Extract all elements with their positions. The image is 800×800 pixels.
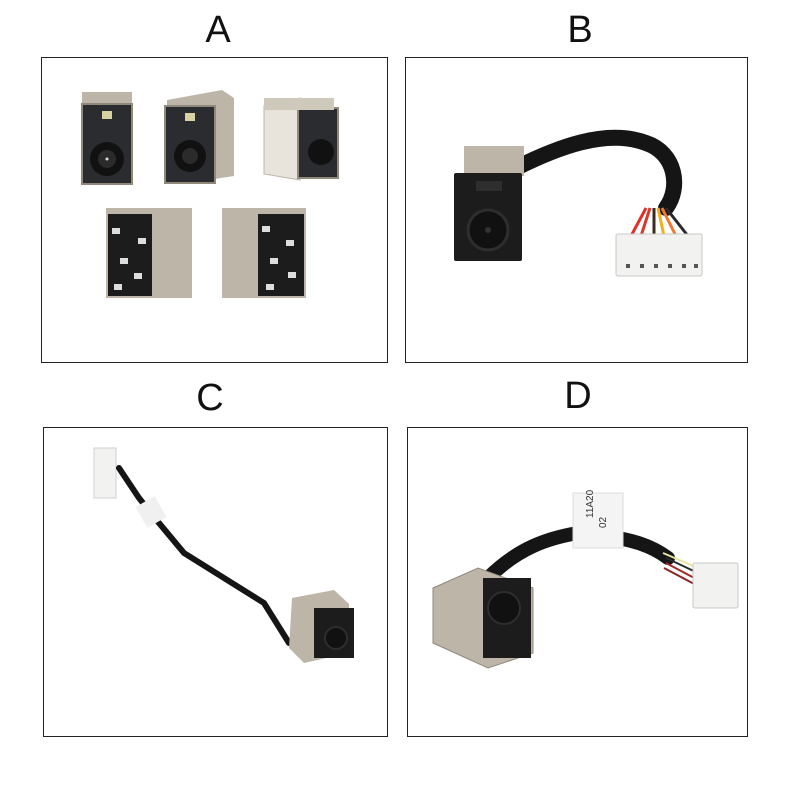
dc-jack-icon <box>432 567 534 669</box>
sticker-icon <box>135 496 167 528</box>
connector-4pin-icon <box>692 562 739 609</box>
dc-jack-icon <box>454 146 524 261</box>
dc-jack-side-icon <box>263 97 339 181</box>
dc-jack-angled-icon <box>164 90 234 184</box>
sticker-text-2: 02 <box>598 516 609 528</box>
panel-label-a: A <box>205 9 231 51</box>
dc-jack-set-image <box>81 90 339 298</box>
panel-a-dc-jacks <box>41 57 388 363</box>
sticker-text-1: 11A20 <box>585 489 596 518</box>
dc-jack-long-cable-image <box>93 447 354 663</box>
panel-label-b: B <box>567 9 593 51</box>
sticker-icon: 11A20 02 <box>572 489 624 549</box>
dc-jack-cable-6pin-image <box>454 129 703 277</box>
panel-c-dc-jack-long-cable <box>43 427 388 737</box>
panel-label-c: C <box>196 377 224 419</box>
cable-icon <box>508 129 683 216</box>
connector-6pin-icon <box>615 233 703 277</box>
dc-jack-cable-4pin-image: 11A20 02 <box>432 489 739 669</box>
panel-d-dc-jack-4pin: 11A20 02 <box>407 427 748 737</box>
dc-jack-front-icon <box>81 92 133 185</box>
panel-b-dc-jack-cable <box>405 57 748 363</box>
dc-jack-bottom-icon <box>106 208 192 298</box>
connector-icon <box>93 447 117 499</box>
wire-bundle-icon <box>629 207 690 237</box>
panel-label-d: D <box>564 375 592 417</box>
dc-jack-icon <box>289 590 354 663</box>
dc-jack-bottom-mirrored-icon <box>222 208 306 298</box>
cable-icon <box>116 465 292 646</box>
